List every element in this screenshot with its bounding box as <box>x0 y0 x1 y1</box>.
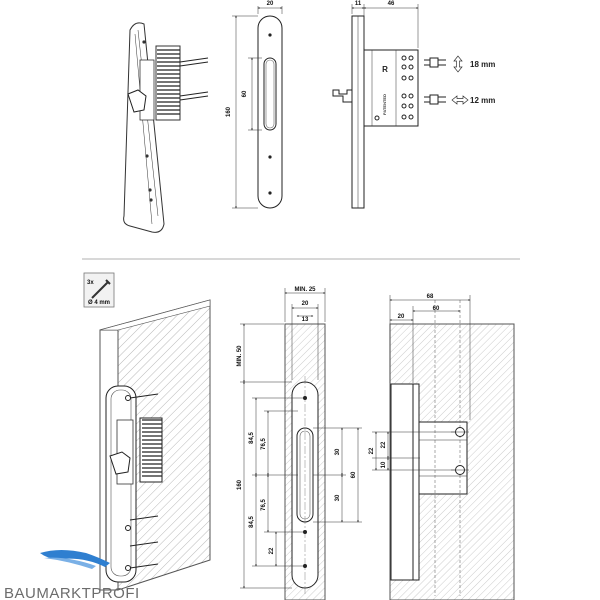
adjust-vertical-label: 18 mm <box>470 60 495 69</box>
dim-total-160: 160 <box>237 479 243 490</box>
dim-slot-30-upper: 30 <box>335 448 341 455</box>
dim-width-20: 20 <box>267 1 274 7</box>
adjust-horizontal-label: 12 mm <box>470 96 495 105</box>
bottom-front-view <box>240 288 362 600</box>
dim-section-22-inner: 22 <box>381 441 387 448</box>
brand-logo <box>40 550 110 569</box>
dim-lower-84-5: 84,5 <box>249 516 255 528</box>
body-patented-text: PATENTED <box>382 94 387 115</box>
dim-lower-76-5: 76,5 <box>261 499 267 511</box>
dim-slot-30-lower: 30 <box>335 494 341 501</box>
dim-upper-76-5: 76,5 <box>261 438 267 450</box>
bottom-section-view <box>372 295 515 600</box>
dim-width-20-bottom: 20 <box>302 301 309 307</box>
top-side-view <box>332 4 469 209</box>
dim-lower-22: 22 <box>269 547 275 554</box>
dim-height-160: 160 <box>226 106 232 117</box>
dim-plate-11: 11 <box>355 1 362 7</box>
dim-section-20: 20 <box>398 314 405 320</box>
screw-badge <box>83 272 115 308</box>
dim-slot-60: 60 <box>242 90 248 97</box>
top-front-view <box>232 6 283 209</box>
brand-name: BAUMARKTPROFI <box>4 585 140 600</box>
dim-upper-84-5: 84,5 <box>249 432 255 444</box>
wall-isometric <box>99 299 211 591</box>
dim-depth-46: 46 <box>388 1 395 7</box>
dim-section-22-outer: 22 <box>369 447 375 454</box>
screw-icon <box>91 279 111 299</box>
dim-section-60: 60 <box>433 306 440 312</box>
dim-min-50: MIN. 50 <box>237 345 243 367</box>
dim-slot-60-bottom: 60 <box>351 471 357 478</box>
screw-diameter: Ø 4 mm <box>88 300 110 306</box>
dim-section-10: 10 <box>381 461 387 468</box>
body-letter: R <box>382 65 388 74</box>
dim-section-68: 68 <box>427 294 434 300</box>
top-isometric-hinge <box>123 22 209 233</box>
screw-count: 3x <box>87 280 94 286</box>
dim-min-25: MIN. 25 <box>294 287 316 293</box>
dim-width-13: 13 <box>302 317 309 323</box>
